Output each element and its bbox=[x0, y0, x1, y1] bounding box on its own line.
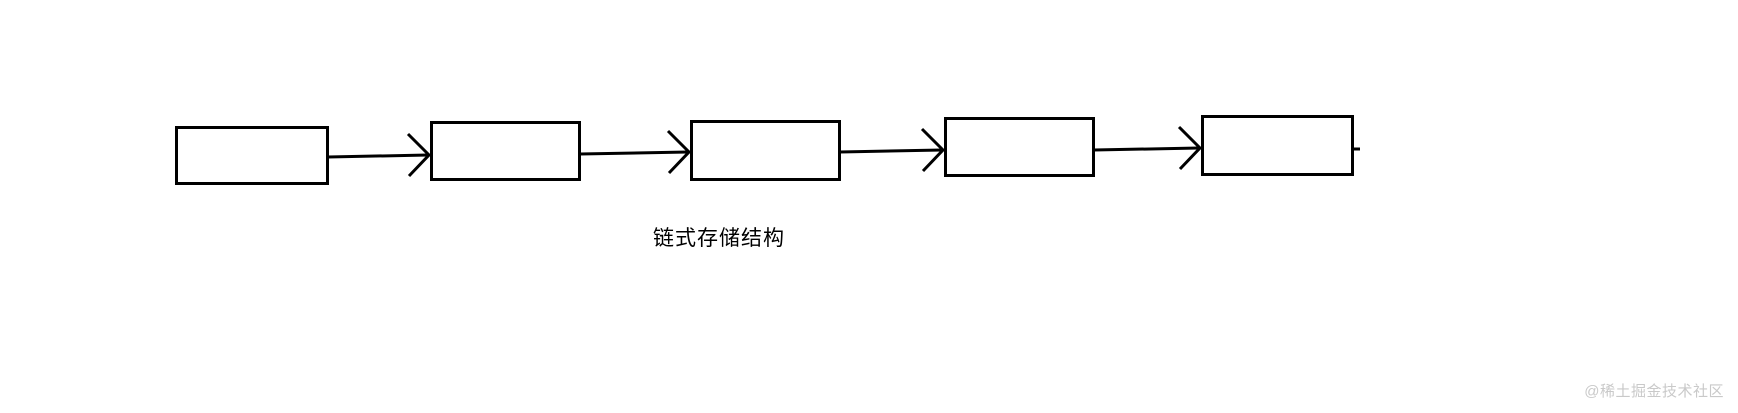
link-arrow-3-shaft bbox=[839, 148, 943, 154]
list-node-4 bbox=[944, 117, 1095, 177]
list-node-2 bbox=[430, 121, 581, 181]
link-arrow-1-head bbox=[406, 132, 432, 178]
link-arrow-1 bbox=[327, 132, 432, 178]
link-arrow-2-head bbox=[666, 129, 692, 175]
list-node-5 bbox=[1201, 115, 1354, 176]
watermark-text: @稀土掘金技术社区 bbox=[1584, 383, 1724, 400]
link-arrow-2-shaft bbox=[579, 150, 689, 156]
diagram-caption: 链式存储结构 bbox=[653, 227, 785, 250]
link-arrow-4 bbox=[1093, 125, 1203, 171]
link-arrow-1-shaft bbox=[327, 153, 429, 159]
link-arrow-3 bbox=[839, 127, 946, 173]
diagram-caption-wrapper: 链式存储结构 bbox=[0, 225, 1738, 253]
list-node-3 bbox=[690, 120, 841, 181]
link-arrow-3-head bbox=[920, 127, 946, 173]
link-arrow-4-shaft bbox=[1093, 146, 1200, 152]
link-arrow-2 bbox=[579, 129, 692, 175]
list-node-1 bbox=[175, 126, 329, 185]
link-arrow-4-head bbox=[1177, 125, 1203, 171]
